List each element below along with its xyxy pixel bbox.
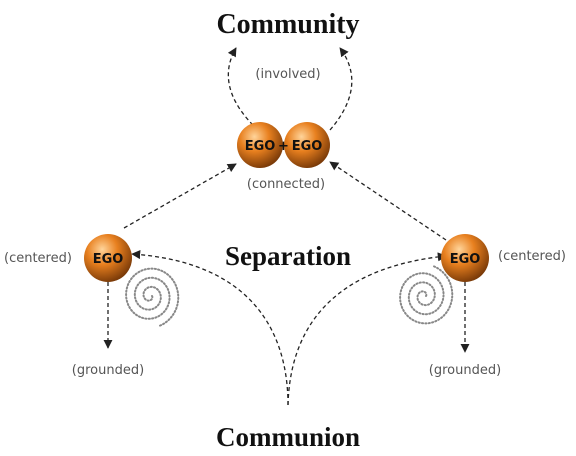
ego-sphere-right [441, 234, 489, 282]
note-centered-left: (centered) [4, 251, 72, 266]
note-centered-right: (centered) [498, 249, 566, 264]
spiral-left [125, 267, 180, 327]
note-involved: (involved) [255, 67, 320, 82]
heading-separation: Separation [225, 241, 351, 271]
connect-arrow-left [123, 163, 237, 229]
ego-left: EGO [84, 234, 132, 282]
note-grounded-left: (grounded) [72, 363, 144, 378]
ego-sphere-pair-left [237, 122, 283, 168]
communion-curve-right [287, 252, 447, 406]
ego-right: EGO [441, 234, 489, 282]
heading-communion: Communion [216, 422, 360, 452]
ego-label-pair-left: EGO [245, 139, 276, 154]
connect-arrow-right [329, 161, 447, 241]
heading-community: Community [216, 9, 359, 40]
ego-pair: EGO + EGO [237, 122, 330, 168]
ego-label-pair-right: EGO [292, 139, 323, 154]
ego-label-right: EGO [450, 252, 481, 267]
ego-sphere-left [84, 234, 132, 282]
note-grounded-right: (grounded) [429, 363, 501, 378]
communion-curve-left [131, 250, 289, 406]
note-connected: (connected) [247, 177, 325, 192]
ego-sphere-pair-right [284, 122, 330, 168]
spiral-right [399, 265, 454, 325]
ego-pair-joiner: + [278, 139, 289, 154]
involved-arrow-left [227, 47, 259, 131]
involved-arrow-right [329, 47, 353, 131]
ego-label-left: EGO [93, 252, 124, 267]
